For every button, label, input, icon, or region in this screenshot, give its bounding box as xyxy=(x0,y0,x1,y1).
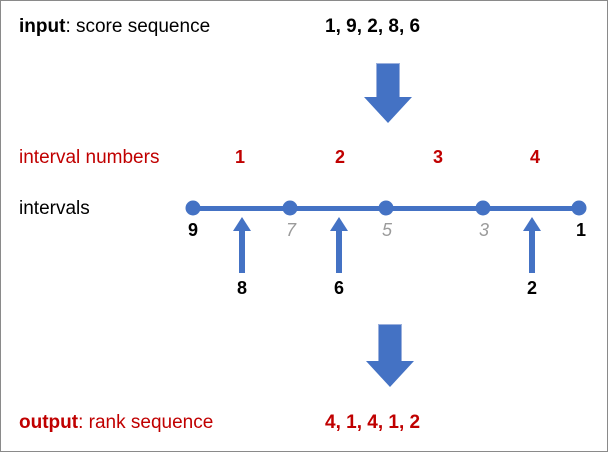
up-arrow-icon-score-6 xyxy=(329,217,349,273)
interval-number-1: 1 xyxy=(234,147,246,167)
interval-node-dot-4 xyxy=(475,200,491,216)
interval-node-dot-1 xyxy=(185,200,201,216)
output-rank-sequence: 4, 1, 4, 1, 2 xyxy=(325,412,421,433)
inserted-score-6: 6 xyxy=(333,278,345,298)
interval-node-dot-2 xyxy=(282,200,298,216)
input-score-sequence: 1, 9, 2, 8, 6 xyxy=(325,16,421,37)
down-arrow-icon-bottom xyxy=(366,324,414,387)
input-label-bold: input xyxy=(19,16,66,37)
down-arrow-icon-top xyxy=(363,63,413,123)
intervals-label: intervals xyxy=(19,198,90,219)
up-arrow-icon-score-8 xyxy=(232,217,252,273)
up-arrow-icon-score-2 xyxy=(522,217,542,273)
output-row-label: output: rank sequence xyxy=(19,413,213,432)
inserted-score-2: 2 xyxy=(526,278,538,298)
interval-numbers-label: interval numbers xyxy=(19,147,160,168)
interval-node-label-7: 7 xyxy=(285,220,297,240)
output-label-rest: : rank sequence xyxy=(78,412,214,433)
interval-node-label-9: 9 xyxy=(187,220,199,240)
interval-node-dot-3 xyxy=(378,200,394,216)
interval-node-label-3: 3 xyxy=(478,220,490,240)
interval-number-3: 3 xyxy=(432,147,444,167)
input-label-rest: : score sequence xyxy=(65,16,211,37)
interval-node-dot-5 xyxy=(571,200,587,216)
interval-node-label-1: 1 xyxy=(575,220,587,240)
inserted-score-8: 8 xyxy=(236,278,248,298)
interval-number-4: 4 xyxy=(529,147,541,167)
interval-node-label-5: 5 xyxy=(381,220,393,240)
interval-number-2: 2 xyxy=(334,147,346,167)
output-label-bold: output xyxy=(19,412,79,433)
input-row-label: input: score sequence xyxy=(19,17,210,36)
